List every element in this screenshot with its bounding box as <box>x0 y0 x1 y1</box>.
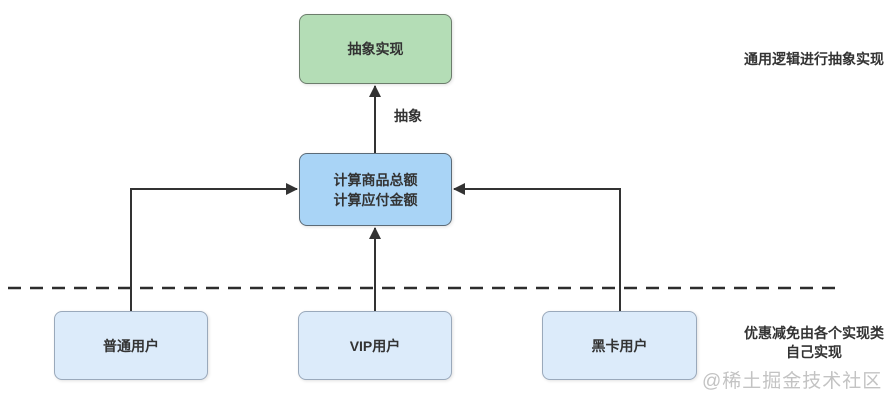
node-abstract-implementation: 抽象实现 <box>299 14 452 84</box>
annotation-discount-note: 优惠减免由各个实现类自己实现 <box>744 325 884 360</box>
node-calc-totals-label: 计算商品总额 计算应付金额 <box>333 171 418 208</box>
annotation-common-logic: 通用逻辑进行抽象实现 <box>744 51 884 67</box>
node-vip-user-label: VIP用户 <box>349 337 401 354</box>
edge-black-to-calc <box>453 183 621 311</box>
edge-label-abstract: 抽象 <box>394 108 422 124</box>
node-normal-user-label: 普通用户 <box>103 337 159 354</box>
node-vip-user: VIP用户 <box>298 311 452 380</box>
edge-normal-to-calc <box>130 183 298 311</box>
watermark-juejin-community: @稀土掘金技术社区 <box>702 371 883 392</box>
node-calc-totals: 计算商品总额 计算应付金额 <box>299 153 452 226</box>
node-normal-user: 普通用户 <box>54 311 208 380</box>
node-black-card-user: 黑卡用户 <box>542 311 697 380</box>
node-black-card-user-label: 黑卡用户 <box>591 337 648 354</box>
node-abstract-implementation-label: 抽象实现 <box>347 41 404 57</box>
